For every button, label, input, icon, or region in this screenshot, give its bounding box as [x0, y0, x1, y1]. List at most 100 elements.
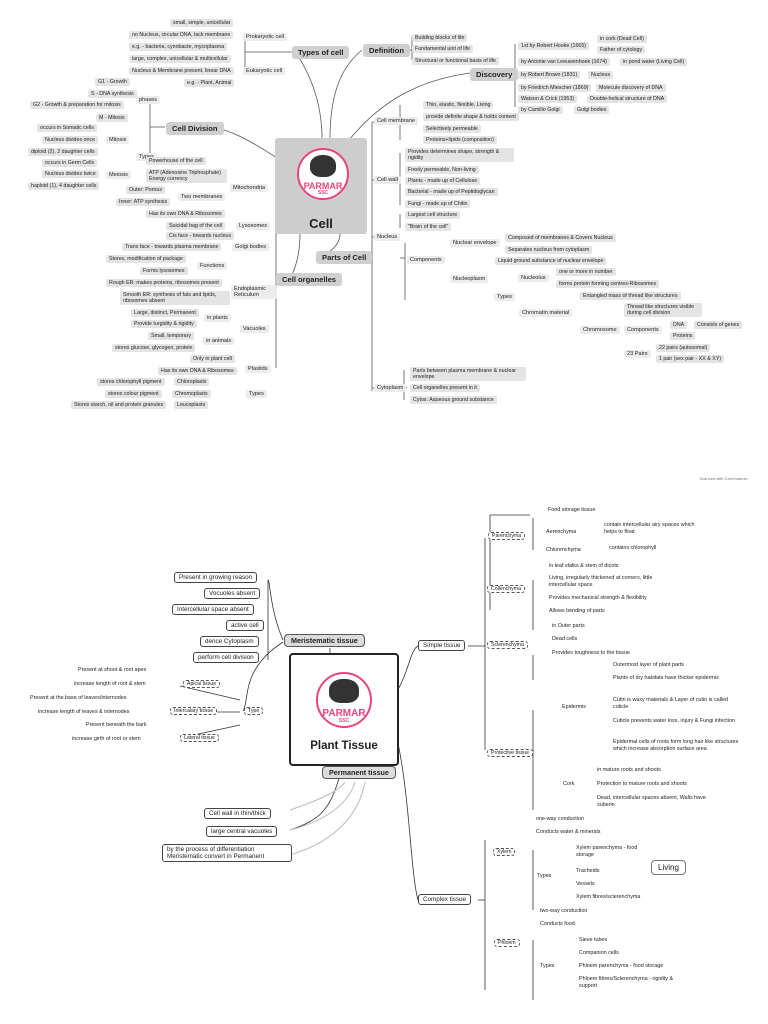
discovery-by: by Antonie van Leeuwenhoek (1674) [518, 58, 610, 66]
phases-node: phases [136, 96, 161, 104]
meristematic-prop: perform cell division [193, 652, 259, 663]
proteins-node: Proteins [670, 332, 696, 340]
nucleoplasm-types: Types [494, 293, 515, 301]
phase-item: M - Mitosis [96, 114, 128, 122]
parmar-ssc-logo: PARMAR SSC [297, 148, 349, 200]
discovery-note: Double-helical structure of DNA [587, 95, 668, 103]
membrane-prop: Selectively permeable [423, 125, 481, 133]
golgi-node: Golgi bodies [232, 243, 270, 251]
nucleoplasm-prop: Liquid ground substance of nuclear envel… [495, 257, 607, 265]
lateral-prop: increase girth of root or stem [72, 736, 141, 742]
discovery-note: Molecule discovery of DNA [596, 84, 666, 92]
lyso-item: Suicidal bag of the cell [166, 222, 226, 230]
euk-item: large, complex, unicellular & multicellu… [129, 55, 231, 63]
vacuoles-node: Vacuoles [240, 325, 269, 333]
aerenchyma-desc: contain intercellular airy spaces which … [604, 522, 695, 535]
discovery-by: by Robert Brown (1831) [518, 71, 581, 79]
meristematic-prop: Present in growing reason [174, 572, 258, 583]
intercalary-prop: Present at the base of leaves/internodes [30, 695, 127, 701]
mitosis-node: Mitosis [106, 136, 130, 144]
membrane-item: Inner: ATP synthesis [116, 198, 171, 206]
discovery-note: in cork (Dead Cell) [597, 35, 647, 43]
xylem-type-item: Tracheids [576, 868, 600, 874]
apical-tissue-node: Apical tissue [183, 680, 221, 688]
func-item: Stores, modification of package [106, 255, 186, 263]
eukaryotic-node: Eukaryotic cell [243, 67, 286, 75]
membrane-prop: provide definite shape & holds content [423, 113, 519, 121]
phloem-type-item: Phloem parenchyma - food storage [579, 963, 664, 969]
nucleus-prop: Largest cell structure [405, 211, 461, 219]
xylem-type-item: Vessels [576, 881, 595, 887]
cytoplasm-prop: Cytos: Aqueous ground substance [410, 396, 497, 404]
plastid-item: Has its own DNA & Ribosomes [158, 367, 237, 375]
prok-item: small, simple, unicellular [170, 19, 234, 27]
pairs-node: 23 Pairs [624, 350, 651, 358]
collenchyma-prop: Allows bending of parts [549, 608, 605, 614]
meristematic-type: Type [244, 707, 264, 715]
logo-text: PARMAR [303, 181, 343, 192]
golgi-item: Trans face - towards plasma membrane [122, 243, 222, 251]
cork-prop: Dead, intercellular spaces absent, Walls… [597, 795, 706, 808]
lateral-tissue-node: Lateral tissue [180, 734, 219, 742]
definition-item: Fundamental unit of life [412, 45, 474, 53]
xylem-prop: one-way conduction [536, 816, 584, 822]
membrane-prop: Thin, elastic, flexible, Living [423, 101, 494, 109]
apical-prop: Present at shoot & root apex [78, 667, 147, 673]
plastid-type-name: Leucoplasts [174, 401, 209, 409]
cork-prop: Protection to mature roots and shoots [597, 781, 687, 787]
er-item: Rough ER: makes proteins, ribosomes pres… [106, 279, 222, 287]
prok-item: no Nucleus, circular DNA, lack membrane [129, 31, 234, 39]
parenchyma-node: Parenchyma [488, 532, 526, 540]
cell-map-connectors [149, 37, 516, 400]
er-item: Smooth ER: synthesis of fats and lipids,… [120, 291, 230, 305]
plastid-type-desc: stores chlorophyll pigment [97, 378, 165, 386]
plastid-item: Only in plant cell [190, 355, 235, 363]
living-label: Living [651, 860, 686, 875]
protective-tissue-node: Protective tissue [487, 749, 534, 757]
in-animals-node: in animals [203, 337, 235, 345]
cork-prop: in mature roots and shoots [597, 767, 661, 773]
logo-text: PARMAR [322, 707, 366, 719]
mitosis-item: occurs in Somatic cells [37, 124, 97, 132]
two-membranes-node: Two membranes [178, 193, 226, 201]
mito-item: ATP (Adenosine Triphosphate) Energy curr… [146, 169, 227, 183]
phase-item: G2 - Growth & preparation for mitosis [30, 101, 124, 109]
meristematic-prop: Intercellular space absent [172, 604, 254, 615]
plant-vac-item: Large, distinct, Permanent [131, 309, 199, 317]
epidermis-prop: Outermost layer of plant parts [613, 662, 685, 668]
xylem-node: Xylem [493, 848, 516, 856]
phase-item: S - DNA synthesis [88, 90, 137, 98]
er-node: Endoplasmic Reticulum [231, 285, 277, 299]
nucleolus-prop: forms protein forming centres-Ribosomes [556, 280, 660, 288]
collenchyma-node: Collenchyma [487, 585, 525, 593]
dna-node: DNA [670, 321, 688, 329]
collenchyma-prop: Provides mechanical strength & flexibili… [549, 595, 647, 601]
plant-vac-item: Provide turgidity & rigidity [131, 320, 197, 328]
chromosome-prop: Thread like structures visible during ce… [624, 303, 702, 317]
definition-item: Building blocks of life [412, 34, 468, 42]
animal-vac-item: Small, temporary [148, 332, 195, 340]
wall-prop: Plants - made up of Cellulose [405, 177, 481, 185]
xylem-type-item: Xylem parenchyma - food storage [576, 845, 638, 858]
nuclear-envelope-node: Nuclear envelope [450, 239, 500, 247]
meiosis-item: Nucleus divides twice [42, 170, 99, 178]
chromosome-node: Chromosome [580, 326, 620, 334]
chromosome-components: Components [624, 326, 662, 334]
meristematic-prop: active cell [226, 620, 264, 631]
plant-tissue-title: Plant Tissue [310, 740, 378, 752]
xylem-type-item: Xylem fibres/sclerenchyma [576, 894, 641, 900]
vacuole-store: stores glucose, glycogen, protein [112, 344, 196, 352]
chlorenchyma-desc: contains chlorophyll [609, 545, 657, 551]
plastid-type-desc: stores colour pigment [105, 390, 162, 398]
discovery-by: by Camillo Golgi [518, 106, 563, 114]
chromatin-node: Chromatin material [519, 309, 573, 317]
nucleus-prop: "Brain of the cell" [405, 223, 452, 231]
intercalary-prop: increase length of leaves & internodes [38, 709, 130, 715]
func-item: Forms lysosomes [140, 267, 188, 275]
wall-prop: Provides determines shape, strength & ri… [405, 148, 514, 162]
phloem-prop: two-way conduction [540, 908, 588, 914]
cell-title: Cell [309, 216, 333, 231]
nucleus-node: Nucleus [374, 233, 401, 241]
xylem-types: Types [537, 873, 552, 879]
parenchyma-prop: Food storage tissue [548, 507, 596, 513]
